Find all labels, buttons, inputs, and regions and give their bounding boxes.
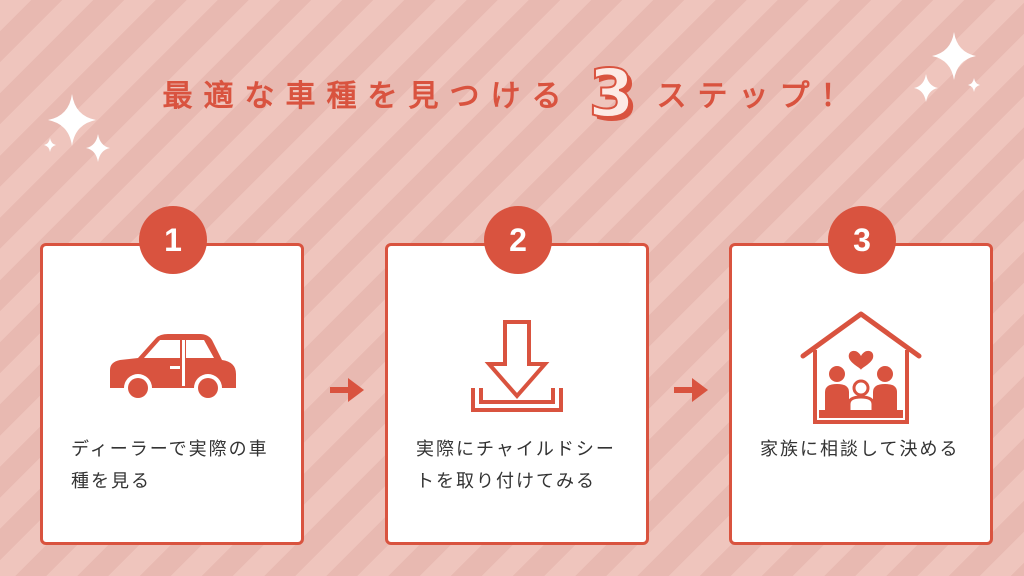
download-arrow-icon <box>471 320 563 412</box>
step-text: 実際にチャイルドシートを取り付けてみる <box>416 439 616 492</box>
step-badge-1: 1 <box>139 206 207 274</box>
step-badge-2: 2 <box>484 206 552 274</box>
title-number: 3 <box>588 54 636 133</box>
arrow-right-icon <box>674 378 708 402</box>
title-prefix: 最適な車種を見つける <box>162 79 573 114</box>
title-suffix: ステップ！ <box>656 79 862 114</box>
step-badge-3: 3 <box>828 206 896 274</box>
step-text: ディーラーで実際の車種を見る <box>71 439 269 492</box>
arrow-right-icon <box>330 378 364 402</box>
sparkle-icon <box>914 32 980 102</box>
family-house-icon <box>800 311 922 424</box>
car-icon <box>110 334 236 402</box>
step-text: 家族に相談して決める <box>760 439 960 460</box>
sparkle-icon <box>44 94 110 162</box>
step-card-3: 家族に相談して決める <box>729 243 993 545</box>
step-card-1: ディーラーで実際の車種を見る <box>40 243 304 545</box>
step-card-2: 実際にチャイルドシートを取り付けてみる <box>385 243 649 545</box>
page-title: 最適な車種を見つける 3 ステップ！ <box>0 54 1024 133</box>
